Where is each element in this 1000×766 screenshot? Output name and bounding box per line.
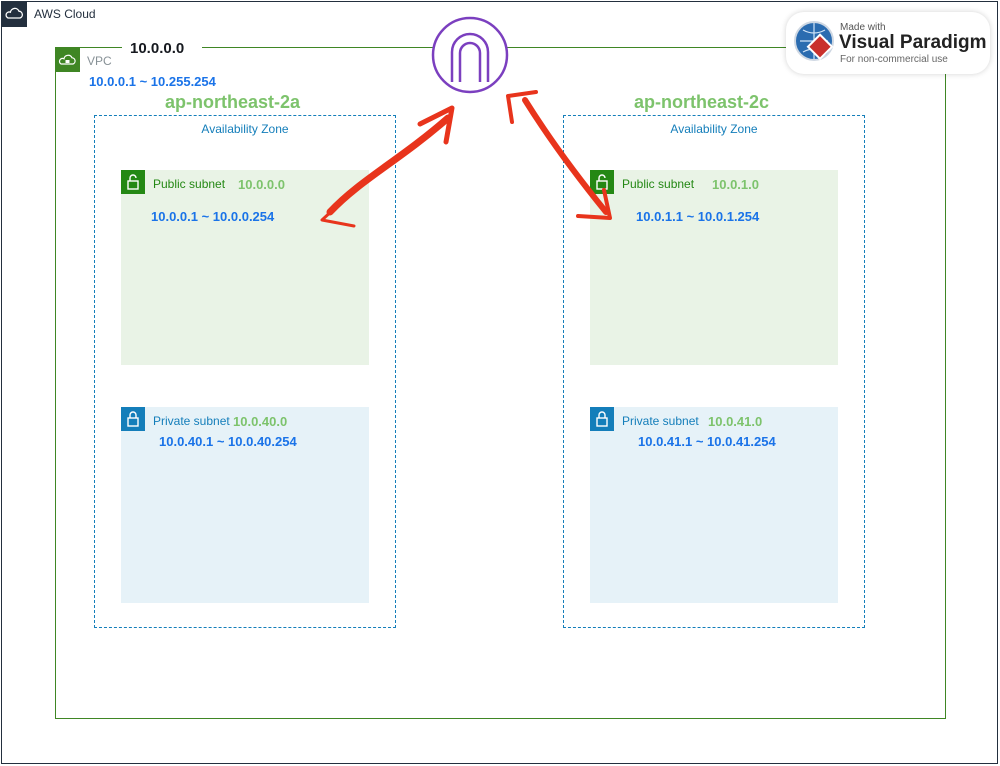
subnet-cidr: 10.0.0.0 bbox=[238, 177, 285, 192]
aws-cloud-title: AWS Cloud bbox=[34, 7, 96, 21]
watermark-made-with: Made with bbox=[840, 22, 886, 33]
vpc-cidr: 10.0.0.0 bbox=[130, 40, 185, 57]
private-subnet-c bbox=[590, 407, 838, 603]
subnet-range: 10.0.40.1 ~ 10.0.40.254 bbox=[159, 434, 297, 449]
subnet-cidr: 10.0.1.0 bbox=[712, 177, 759, 192]
zone-name-c: ap-northeast-2c bbox=[634, 92, 770, 112]
subnet-title: Public subnet bbox=[622, 177, 695, 191]
private-subnet-a bbox=[121, 407, 369, 603]
subnet-cidr: 10.0.40.0 bbox=[233, 414, 288, 429]
red-hand-drawn-arrow bbox=[320, 105, 455, 228]
watermark-note: For non-commercial use bbox=[840, 54, 948, 65]
subnet-range: 10.0.1.1 ~ 10.0.1.254 bbox=[636, 209, 760, 224]
availability-zone-a bbox=[94, 115, 396, 628]
visual-paradigm-logo-icon bbox=[794, 21, 834, 61]
availability-zone-label: Availability Zone bbox=[201, 122, 289, 136]
internet-gateway-icon bbox=[431, 16, 509, 94]
lock-icon bbox=[590, 407, 614, 431]
vpc-title: VPC bbox=[87, 54, 112, 68]
public-subnet-a bbox=[121, 170, 369, 365]
vpc-cloud-lock-icon bbox=[55, 47, 80, 72]
subnet-title: Private subnet bbox=[153, 414, 230, 428]
zone-name-a: ap-northeast-2a bbox=[165, 92, 301, 112]
availability-zone-c bbox=[563, 115, 865, 628]
public-subnet-c bbox=[590, 170, 838, 365]
red-hand-drawn-arrow bbox=[506, 90, 612, 220]
subnet-title: Private subnet bbox=[622, 414, 699, 428]
cloud-icon bbox=[1, 1, 27, 27]
subnet-title: Public subnet bbox=[153, 177, 226, 191]
lock-icon bbox=[121, 170, 145, 194]
subnet-range: 10.0.41.1 ~ 10.0.41.254 bbox=[638, 434, 776, 449]
lock-icon bbox=[121, 407, 145, 431]
subnet-cidr: 10.0.41.0 bbox=[708, 414, 763, 429]
watermark-brand: Visual Paradigm bbox=[839, 32, 987, 53]
availability-zone-label: Availability Zone bbox=[670, 122, 758, 136]
subnet-range: 10.0.0.1 ~ 10.0.0.254 bbox=[151, 209, 275, 224]
vpc-range: 10.0.0.1 ~ 10.255.254 bbox=[89, 74, 216, 89]
vpc-cidr-background bbox=[122, 38, 202, 58]
